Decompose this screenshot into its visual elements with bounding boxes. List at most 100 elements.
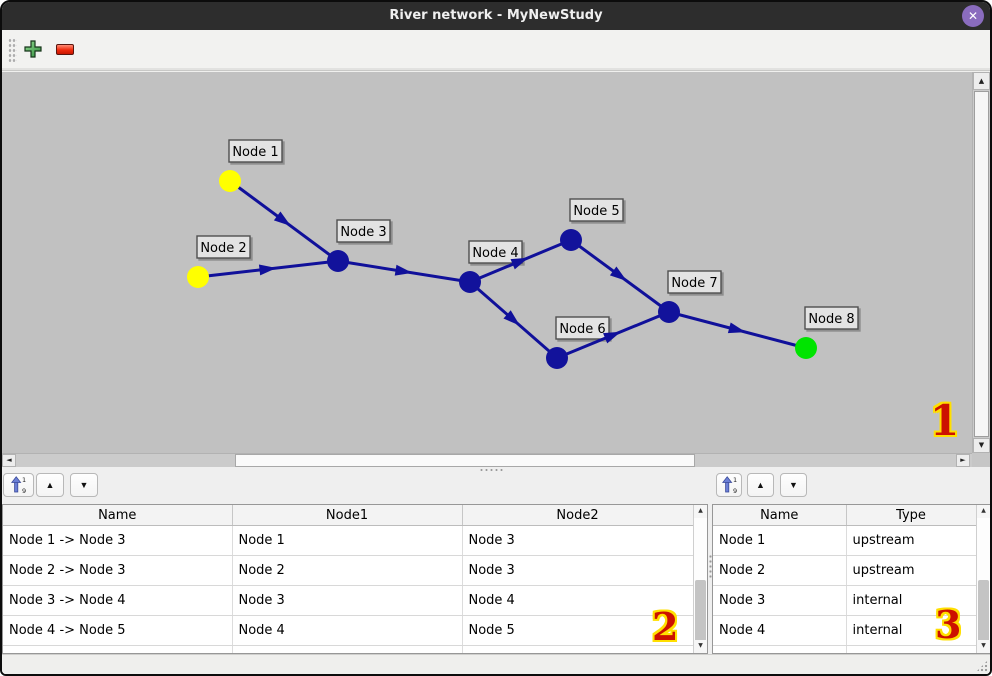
table-cell[interactable]: Node 3 [462,525,694,556]
node-label-box [569,198,624,222]
river-node[interactable] [459,271,481,293]
links-sort-button[interactable]: 1 9 [3,473,34,497]
table-cell[interactable]: upstream [846,555,977,586]
river-node[interactable] [795,337,817,359]
status-bar [2,654,990,674]
river-node[interactable] [219,170,241,192]
column-header-node1[interactable]: Node1 [232,505,463,526]
river-node[interactable] [560,229,582,251]
column-header-type[interactable]: Type [846,505,977,526]
node-label-box [667,270,722,294]
river-node[interactable] [327,250,349,272]
horizontal-scrollbar-thumb[interactable] [235,454,695,467]
scroll-down-arrow-icon[interactable]: ▼ [977,640,990,653]
node-label-box [196,235,251,259]
links-move-down-button[interactable]: ▼ [70,473,98,497]
minus-icon [56,43,74,55]
close-button[interactable]: ✕ [962,5,984,27]
table-cell[interactable]: internal [846,615,977,646]
nodes-move-up-button[interactable]: ▲ [747,473,774,497]
table-cell[interactable]: Node 5 [462,615,694,646]
titlebar[interactable]: River network - MyNewStudy ✕ [2,2,990,30]
column-header-node2[interactable]: Node2 [462,505,694,526]
nodes-sort-button[interactable]: 1 9 [716,473,742,497]
table-cell[interactable]: Node 2 [713,555,847,586]
column-header-name[interactable]: Name [713,505,847,526]
up-arrow-icon: ▲ [45,480,55,490]
add-node-button[interactable] [20,36,46,62]
table-cell[interactable]: Node 3 -> Node 4 [3,585,233,616]
flow-arrow-icon [503,310,520,326]
vertical-splitter-handle[interactable] [708,554,713,578]
nodes-table-scrollbar[interactable]: ▲ ▼ [976,505,990,653]
scroll-down-arrow-icon[interactable]: ▼ [694,640,707,653]
table-cell[interactable]: Node 1 -> Node 3 [3,525,233,556]
links-scrollbar-thumb[interactable] [695,580,706,644]
node-label-box [336,219,391,243]
vertical-scrollbar-thumb[interactable] [974,91,989,437]
remove-node-button[interactable] [52,36,78,62]
down-arrow-icon: ▼ [79,480,89,490]
nodes-scrollbar-thumb[interactable] [978,580,989,644]
river-node[interactable] [187,266,209,288]
nodes-move-down-button[interactable]: ▼ [780,473,807,497]
flow-arrow-icon [510,257,529,270]
resize-grip-icon[interactable] [976,660,988,672]
empty-partial-row [713,645,977,653]
table-cell[interactable]: Node 4 [713,615,847,646]
table-cell[interactable]: Node 3 [462,555,694,586]
scroll-left-arrow-icon[interactable]: ◄ [2,454,16,467]
river-node[interactable] [658,301,680,323]
table-cell[interactable]: Node 2 -> Node 3 [3,555,233,586]
table-cell[interactable]: Node 4 [232,615,463,646]
up-arrow-icon: ▲ [756,480,765,490]
canvas-horizontal-scrollbar[interactable]: ◄ ► [2,453,972,467]
table-cell[interactable]: internal [846,585,977,616]
scroll-right-arrow-icon[interactable]: ► [956,454,970,467]
flow-arrow-icon [258,264,277,276]
node-label: Node 4 [472,246,518,261]
node-label-box [804,306,859,330]
down-arrow-icon: ▼ [789,480,798,490]
scroll-up-arrow-icon[interactable]: ▲ [973,72,990,90]
table-cell[interactable]: Node 4 [462,585,694,616]
table-cell[interactable]: Node 2 [232,555,463,586]
annotation-callout-3: 3 [935,602,962,647]
table-cell[interactable]: upstream [846,525,977,556]
links-move-up-button[interactable]: ▲ [36,473,64,497]
table-cell[interactable]: Node 4 -> Node 5 [3,615,233,646]
node-label-box [468,240,523,264]
canvas-vertical-scrollbar[interactable]: ▲ ▼ [972,72,990,453]
scroll-up-arrow-icon[interactable]: ▲ [694,505,707,518]
river-node[interactable] [546,347,568,369]
table-cell[interactable]: Node 3 [232,585,463,616]
node-label: Node 5 [573,204,619,219]
table-cell[interactable]: Node 1 [713,525,847,556]
flow-arrow-icon [273,211,291,227]
horizontal-splitter-handle[interactable] [479,468,505,472]
table-cell[interactable]: Node 3 [713,585,847,616]
table-cell[interactable]: Node 1 [232,525,463,556]
sort-ascending-icon: 1 9 [11,476,26,494]
empty-partial-row [3,645,694,653]
column-header-name[interactable]: Name [3,505,233,526]
scroll-down-arrow-icon[interactable]: ▼ [973,438,990,453]
links-table-scrollbar[interactable]: ▲ ▼ [693,505,707,653]
node-label: Node 2 [200,241,246,256]
flow-arrow-icon [609,266,627,282]
scroll-up-arrow-icon[interactable]: ▲ [977,505,990,518]
toolbar-drag-handle[interactable] [8,38,17,63]
